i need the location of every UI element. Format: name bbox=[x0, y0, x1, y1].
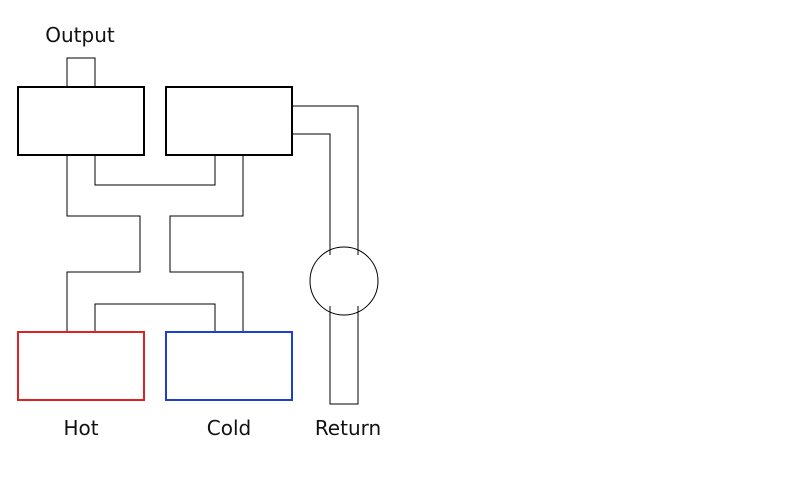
return-label: Return bbox=[315, 416, 381, 440]
cold-tank bbox=[165, 331, 293, 401]
return-pipe bbox=[292, 105, 359, 405]
hot-label: Hot bbox=[63, 416, 98, 440]
pump-icon bbox=[309, 246, 379, 316]
mixing-pipes bbox=[66, 155, 244, 332]
output-pipe bbox=[66, 57, 96, 87]
hot-tank bbox=[17, 331, 145, 401]
cold-label: Cold bbox=[207, 416, 251, 440]
right-tank bbox=[165, 86, 293, 156]
output-label: Output bbox=[45, 23, 115, 47]
left-tank bbox=[17, 86, 145, 156]
